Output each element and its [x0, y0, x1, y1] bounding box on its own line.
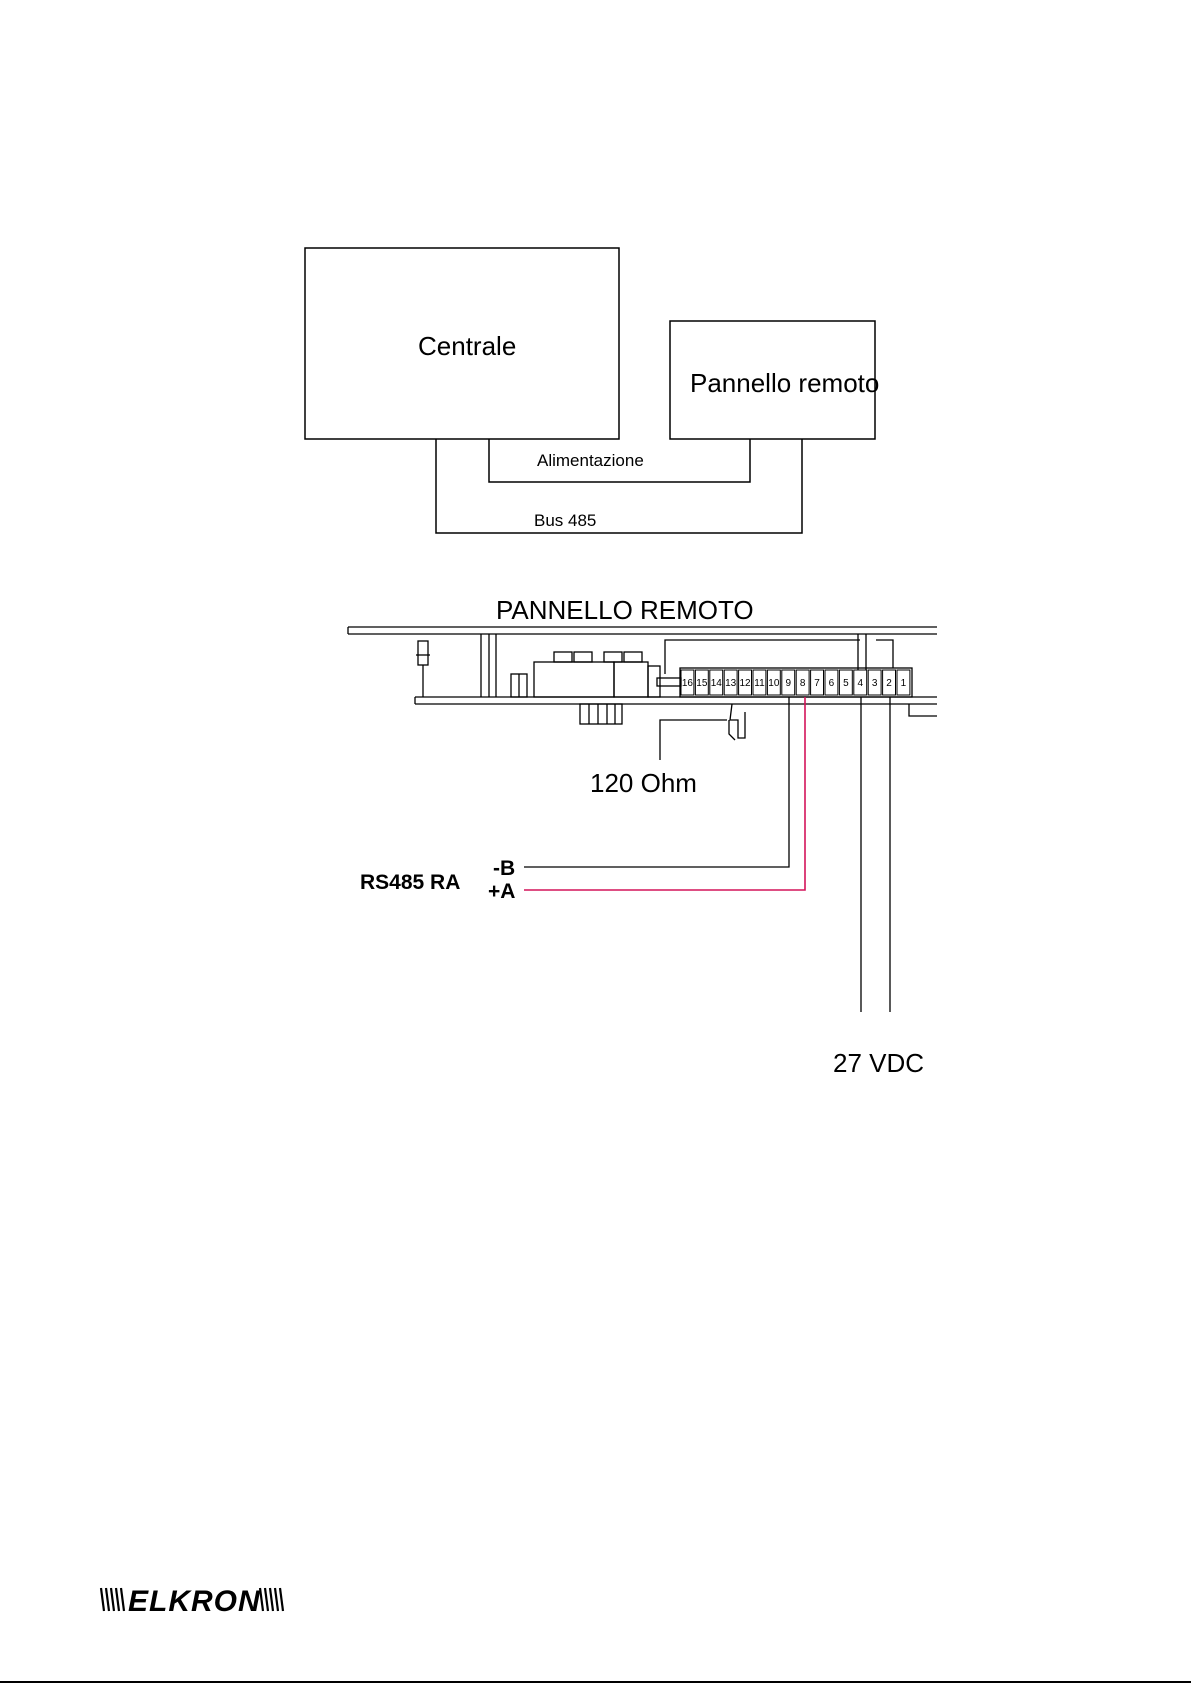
vdc-label: 27 VDC	[833, 1048, 924, 1078]
terminal-label-5: 5	[843, 678, 849, 689]
led-component	[418, 641, 428, 665]
terminal-label-7: 7	[814, 678, 820, 689]
terminal-label-4: 4	[857, 678, 863, 689]
terminal-label-9: 9	[785, 678, 791, 689]
terminal-label-15: 15	[696, 678, 708, 689]
terminal-label-13: 13	[725, 678, 737, 689]
terminal-label-3: 3	[872, 678, 878, 689]
termination-resistor	[660, 704, 745, 760]
centrale-label: Centrale	[418, 331, 516, 361]
elkron-logo: ELKRON	[101, 1585, 283, 1618]
plus-a-label: +A	[488, 880, 515, 903]
resistor-label: 120 Ohm	[590, 768, 697, 798]
terminal-label-12: 12	[739, 678, 751, 689]
terminal-label-8: 8	[800, 678, 806, 689]
terminal-label-10: 10	[768, 678, 780, 689]
terminal-label-1: 1	[901, 678, 907, 689]
elkron-logo-text: ELKRON	[128, 1585, 261, 1618]
board-drawing	[348, 627, 937, 724]
terminal-label-6: 6	[829, 678, 835, 689]
pannello-remoto-title: PANNELLO REMOTO	[496, 595, 754, 625]
minus-b-label: -B	[493, 857, 515, 880]
terminal-label-11: 11	[754, 678, 765, 689]
relay-block	[534, 662, 614, 697]
pannello-remoto-label: Pannello remoto	[690, 368, 879, 398]
rs485-ra-label: RS485 RA	[360, 871, 460, 894]
pin-header	[580, 704, 622, 724]
alimentazione-label: Alimentazione	[537, 451, 644, 470]
terminal-label-14: 14	[711, 678, 723, 689]
terminal-label-16: 16	[682, 678, 694, 689]
bus-485-label: Bus 485	[534, 511, 596, 530]
terminal-label-2: 2	[886, 678, 892, 689]
